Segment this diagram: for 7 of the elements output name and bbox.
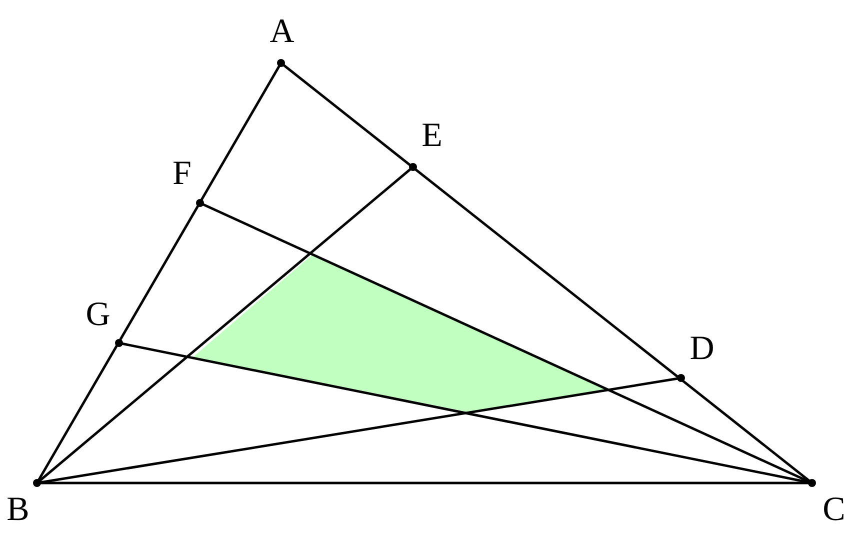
- point-label: E: [422, 117, 442, 154]
- point-label: G: [86, 296, 110, 333]
- point-label: F: [172, 155, 192, 192]
- point-label: D: [690, 330, 714, 367]
- point-label: B: [6, 491, 30, 528]
- point-label: A: [270, 13, 294, 50]
- point-label: C: [822, 491, 846, 528]
